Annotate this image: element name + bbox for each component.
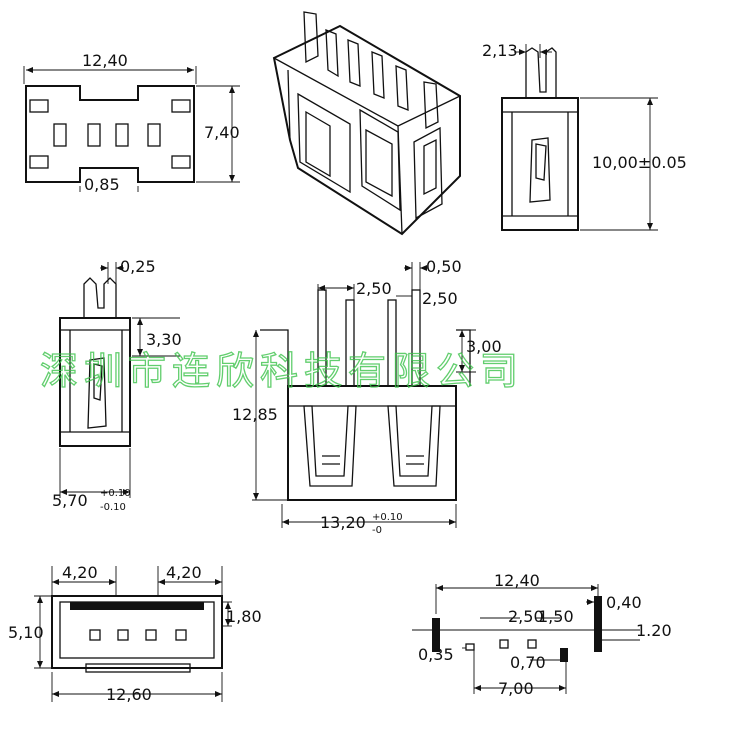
side-left-offset-label: 0,25: [120, 257, 156, 276]
bottom-right-w-label: 4,20: [166, 563, 202, 582]
side-right-height-label: 10,00±0.05: [592, 153, 687, 172]
side-left-view: 0,25 3,30 5,70 +0.10 -0.10: [52, 257, 182, 513]
front-tol-minus: -0: [372, 525, 382, 536]
bottom-left-w-label: 4,20: [62, 563, 98, 582]
side-left-tol-minus: -0.10: [100, 502, 126, 513]
foot-pad-label: 1,50: [538, 607, 574, 626]
top-height-label: 7,40: [204, 123, 240, 142]
bottom-height-label: 5,10: [8, 623, 44, 642]
front-pitch2-label: 2,50: [422, 289, 458, 308]
front-t1-label: 0,50: [426, 257, 462, 276]
foot-t3-label: 0,35: [418, 645, 454, 664]
bottom-inner-label: 1,80: [226, 607, 262, 626]
bottom-width-label: 12,60: [106, 685, 152, 704]
iso-view: [272, 11, 461, 236]
front-pinlen-label: 3,00: [466, 337, 502, 356]
company-watermark: 深圳市连欣科技有限公司: [40, 349, 524, 393]
top-view: 12,40 7,40 0,85: [23, 51, 240, 194]
front-tol-plus: +0.10: [372, 512, 403, 523]
front-view: 2,50 2,50 0,50 3,00 12,85 13,20 +0.10 -0: [232, 257, 502, 536]
foot-t4-label: 0,70: [510, 653, 546, 672]
front-width-label: 13,20: [320, 513, 366, 532]
side-right-view: 2,13 10,00±0.05: [482, 41, 687, 231]
foot-pitch-label: 2,50: [508, 607, 544, 626]
foot-span-label: 7,00: [498, 679, 534, 698]
top-width-label: 12,40: [82, 51, 128, 70]
side-right-pin-label: 2,13: [482, 41, 518, 60]
bottom-face-view: 4,20 4,20 5,10 1,80 12,60: [8, 563, 262, 704]
foot-t1-label: 0,40: [606, 593, 642, 612]
side-left-tol-plus: +0.10: [100, 488, 131, 499]
side-left-width-label: 5,70: [52, 491, 88, 510]
foot-width-label: 12,40: [494, 571, 540, 590]
foot-t2-label: 1.20: [636, 621, 672, 640]
front-height-label: 12,85: [232, 405, 278, 424]
top-gap-label: 0,85: [84, 175, 120, 194]
footprint-view: 12,40 2,50 1,50 0,40 1.20 0,35 0,70 7,00: [412, 571, 672, 698]
side-left-pin-label: 3,30: [146, 330, 182, 349]
front-pitch1-label: 2,50: [356, 279, 392, 298]
